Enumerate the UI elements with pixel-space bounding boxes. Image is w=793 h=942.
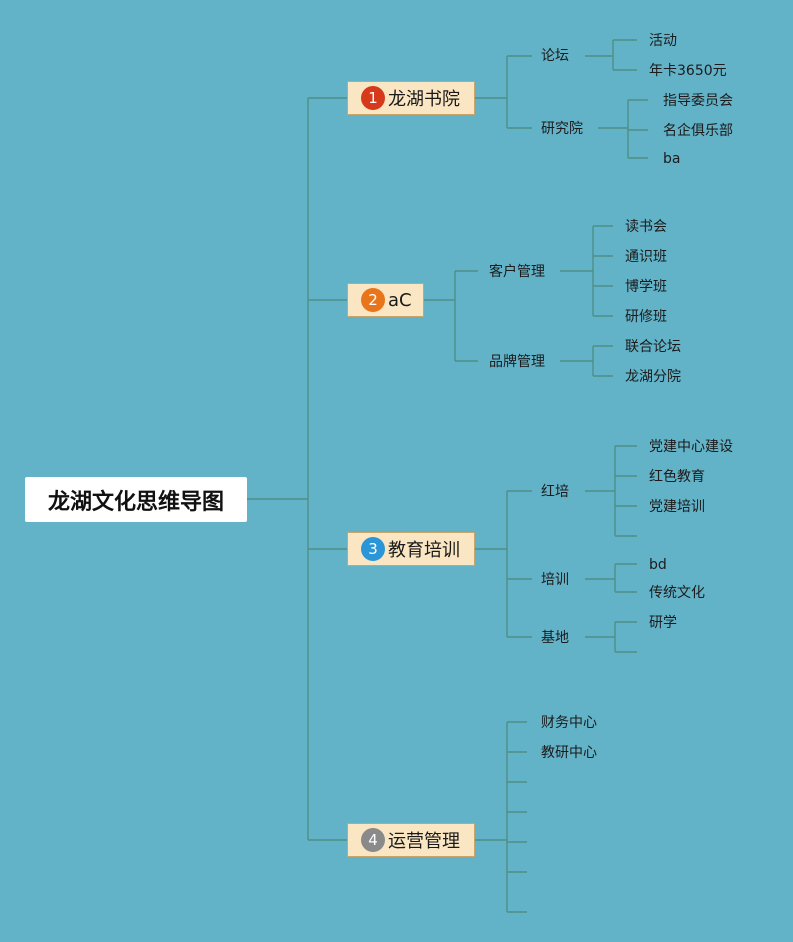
branch-topic-2[interactable]: 2 aC — [347, 283, 424, 317]
leaf-party-training[interactable]: 党建培训 — [649, 499, 705, 515]
branch-topic-4[interactable]: 4 运营管理 — [347, 823, 475, 857]
branch-topic-3[interactable]: 3 教育培训 — [347, 532, 475, 566]
subtopic-teaching-research-center[interactable]: 教研中心 — [541, 745, 597, 761]
leaf-ba[interactable]: ba — [663, 151, 681, 167]
leaf-erudite-class[interactable]: 博学班 — [625, 279, 667, 295]
leaf-reading-club[interactable]: 读书会 — [625, 219, 667, 235]
leaf-traditional-culture[interactable]: 传统文化 — [649, 585, 705, 601]
leaf-annual-card[interactable]: 年卡3650元 — [649, 63, 727, 79]
subtopic-base[interactable]: 基地 — [541, 630, 569, 646]
leaf-study-tour[interactable]: 研学 — [649, 615, 677, 631]
leaf-longhu-branch[interactable]: 龙湖分院 — [625, 369, 681, 385]
leaf-party-center[interactable]: 党建中心建设 — [649, 439, 733, 455]
leaf-activity[interactable]: 活动 — [649, 33, 677, 49]
leaf-red-education[interactable]: 红色教育 — [649, 469, 705, 485]
leaf-enterprise-club[interactable]: 名企俱乐部 — [663, 123, 733, 139]
number-badge-4: 4 — [361, 828, 385, 852]
branch-topic-1[interactable]: 1 龙湖书院 — [347, 81, 475, 115]
subtopic-forum[interactable]: 论坛 — [541, 48, 569, 64]
leaf-steering-committee[interactable]: 指导委员会 — [663, 93, 733, 109]
subtopic-red-training[interactable]: 红培 — [541, 484, 569, 500]
leaf-bd[interactable]: bd — [649, 557, 667, 573]
subtopic-research-institute[interactable]: 研究院 — [541, 121, 583, 137]
subtopic-brand-management[interactable]: 品牌管理 — [489, 354, 545, 370]
subtopic-customer-management[interactable]: 客户管理 — [489, 264, 545, 280]
root-topic[interactable]: 龙湖文化思维导图 — [25, 477, 247, 522]
leaf-joint-forum[interactable]: 联合论坛 — [625, 339, 681, 355]
branch-label-1: 龙湖书院 — [388, 89, 460, 110]
subtopic-finance-center[interactable]: 财务中心 — [541, 715, 597, 731]
leaf-advanced-class[interactable]: 研修班 — [625, 309, 667, 325]
number-badge-2: 2 — [361, 288, 385, 312]
leaf-general-class[interactable]: 通识班 — [625, 249, 667, 265]
branch-label-2: aC — [388, 289, 412, 311]
number-badge-1: 1 — [361, 86, 385, 110]
subtopic-training[interactable]: 培训 — [541, 572, 569, 588]
branch-label-3: 教育培训 — [388, 540, 460, 561]
number-badge-3: 3 — [361, 537, 385, 561]
branch-label-4: 运营管理 — [388, 831, 460, 852]
